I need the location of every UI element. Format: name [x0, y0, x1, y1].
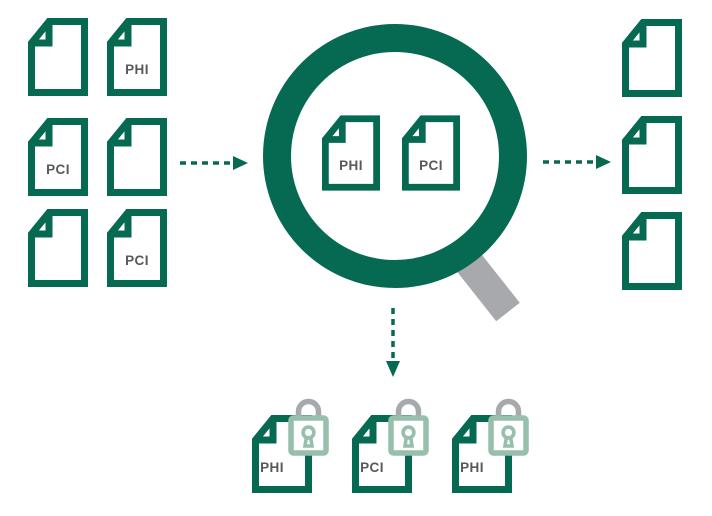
- document-label: PCI: [125, 253, 149, 268]
- document-icon: [107, 118, 167, 196]
- document-label: PHI: [125, 62, 149, 77]
- document: [622, 19, 682, 97]
- lock-body: [388, 415, 429, 456]
- document-icon: [322, 114, 380, 192]
- document-icon: [28, 209, 88, 287]
- document-icon: [28, 118, 88, 196]
- dashed-arrow-right-icon: [543, 155, 611, 169]
- document: PCI: [402, 114, 460, 192]
- document-icon: [622, 116, 682, 194]
- document-label: PCI: [46, 162, 70, 177]
- padlock-icon: [288, 398, 329, 456]
- dashed-arrow-right-icon: [180, 156, 248, 170]
- locked-document: PHI: [452, 396, 534, 494]
- document-icon: [622, 212, 682, 290]
- keyhole-icon: [501, 425, 516, 440]
- document-label: PHI: [460, 460, 484, 475]
- lock-shackle: [495, 398, 522, 420]
- document: [622, 116, 682, 194]
- document: [107, 118, 167, 196]
- document-label: PHI: [260, 460, 284, 475]
- keyhole-icon: [402, 436, 415, 448]
- keyhole-icon: [301, 425, 316, 440]
- document: PHI: [322, 114, 380, 192]
- document-icon: [28, 18, 88, 96]
- padlock-icon: [388, 398, 429, 456]
- document-icon: [622, 19, 682, 97]
- document-label: PCI: [360, 460, 384, 475]
- magnifier-lens: [263, 24, 527, 288]
- document: PCI: [107, 209, 167, 287]
- document-icon: [107, 209, 167, 287]
- dashed-arrow-down-icon: [386, 308, 400, 377]
- document: [28, 209, 88, 287]
- document: PHI: [107, 18, 167, 96]
- locked-document: PCI: [352, 396, 434, 494]
- document: [622, 212, 682, 290]
- document-label: PHI: [339, 158, 363, 173]
- magnifying-glass-icon: [263, 24, 527, 322]
- document: [28, 18, 88, 96]
- lock-shackle: [395, 398, 422, 420]
- document-icon: [107, 18, 167, 96]
- lock-body: [288, 415, 329, 456]
- document-icon: [402, 114, 460, 192]
- padlock-icon: [488, 398, 529, 456]
- locked-document: PHI: [252, 396, 334, 494]
- keyhole-icon: [401, 425, 416, 440]
- lock-shackle: [295, 398, 322, 420]
- document-label: PCI: [419, 158, 443, 173]
- lock-body: [488, 415, 529, 456]
- keyhole-icon: [502, 436, 515, 448]
- document: PCI: [28, 118, 88, 196]
- keyhole-icon: [302, 436, 315, 448]
